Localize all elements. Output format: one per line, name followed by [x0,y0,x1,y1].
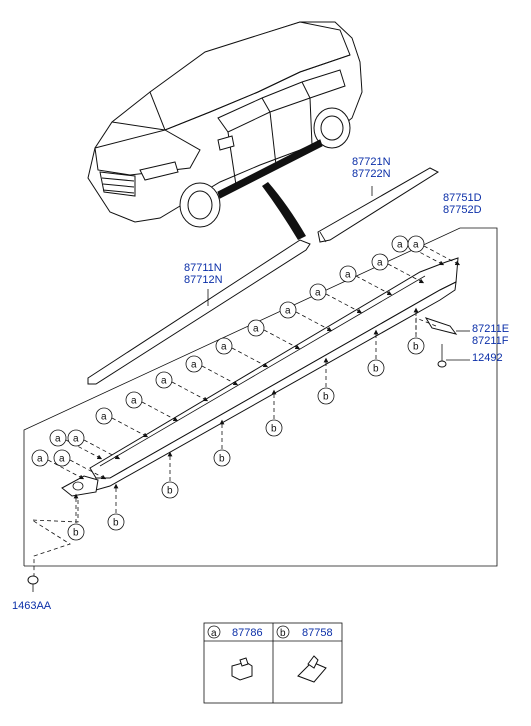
svg-text:a: a [73,434,79,445]
fastener-1463aa [27,575,39,592]
legend-table: a 87786 b 87758 [203,622,343,704]
svg-text:a: a [101,412,107,423]
svg-text:b: b [167,486,173,497]
svg-text:b: b [219,454,225,465]
label-87752d: 87752D [443,204,482,216]
legend-b-letter: b [280,628,286,639]
clip-a-bubble: a [31,449,85,480]
clip-b-callouts: b b b b b b b b [67,307,425,541]
label-87751d: 87751D [443,192,482,204]
clip-a-icon [231,657,253,681]
svg-text:a: a [161,376,167,387]
clip-b-bubble: b [367,329,385,377]
clip-a-bubble: a [215,337,269,368]
svg-text:a: a [345,270,351,281]
assembly-frame [23,227,498,567]
clip-a-bubble: a [185,355,239,386]
bracket-87211e [424,317,458,335]
svg-text:b: b [113,518,119,529]
svg-text:a: a [397,240,403,251]
svg-text:b: b [413,342,419,353]
svg-text:a: a [377,258,383,269]
label-87711n: 87711N [184,262,222,274]
svg-text:a: a [131,396,137,407]
clip-b-bubble: b [265,389,283,437]
side-sill-moulding-87751d [89,257,459,491]
svg-text:b: b [323,392,329,403]
garnish-strip-87711n [87,239,311,385]
label-87211e: 87211E [472,323,509,335]
clip-a-bubble: a [155,371,209,402]
svg-text:b: b [73,528,79,539]
clip-a-bubble: a [309,283,363,314]
svg-text:a: a [285,306,291,317]
clip-a-bubble: a [247,319,301,350]
svg-text:a: a [315,288,321,299]
fastener-leader [30,500,79,578]
legend-a-part: 87786 [232,627,263,639]
clip-a-bubble: a [53,449,107,480]
clip-a-bubble: a [49,429,103,460]
svg-text:a: a [55,434,61,445]
clip-b-icon [297,655,327,683]
clip-a-bubble: a [95,407,149,438]
garnish-upper-87721n [317,167,440,243]
label-87721n: 87721N [352,156,391,168]
end-bracket [61,475,99,497]
svg-text:b: b [271,424,277,435]
svg-text:a: a [253,324,259,335]
pointer-arrow [262,182,306,240]
clip-a-bubble: a [407,235,461,266]
clip-b-bubble: b [407,307,425,355]
svg-text:b: b [373,364,379,375]
label-12492: 12492 [472,352,503,364]
svg-text:a: a [191,360,197,371]
clip-b-bubble: b [317,357,335,405]
label-87712n: 87712N [184,274,223,286]
clip-b-bubble: b [161,451,179,499]
clip-b-bubble: b [213,419,231,467]
clip-a-bubble: a [279,301,333,332]
screw-12492 [437,344,447,368]
svg-text:a: a [59,454,65,465]
clip-b-bubble: b [67,493,85,541]
clip-a-bubble: a [339,265,393,296]
legend-b-part: 87758 [302,627,333,639]
label-1463aa: 1463AA [12,600,52,612]
car-illustration [87,21,363,228]
clip-a-bubble: a [67,429,121,460]
legend-a-letter: a [211,628,217,639]
clip-a-bubble: a [371,253,425,284]
svg-text:a: a [413,240,419,251]
label-87211f: 87211F [472,335,509,347]
svg-text:a: a [37,454,43,465]
clip-a-bubble: a [125,391,179,422]
svg-text:a: a [221,342,227,353]
label-87722n: 87722N [352,168,391,180]
clip-b-bubble: b [107,483,125,531]
